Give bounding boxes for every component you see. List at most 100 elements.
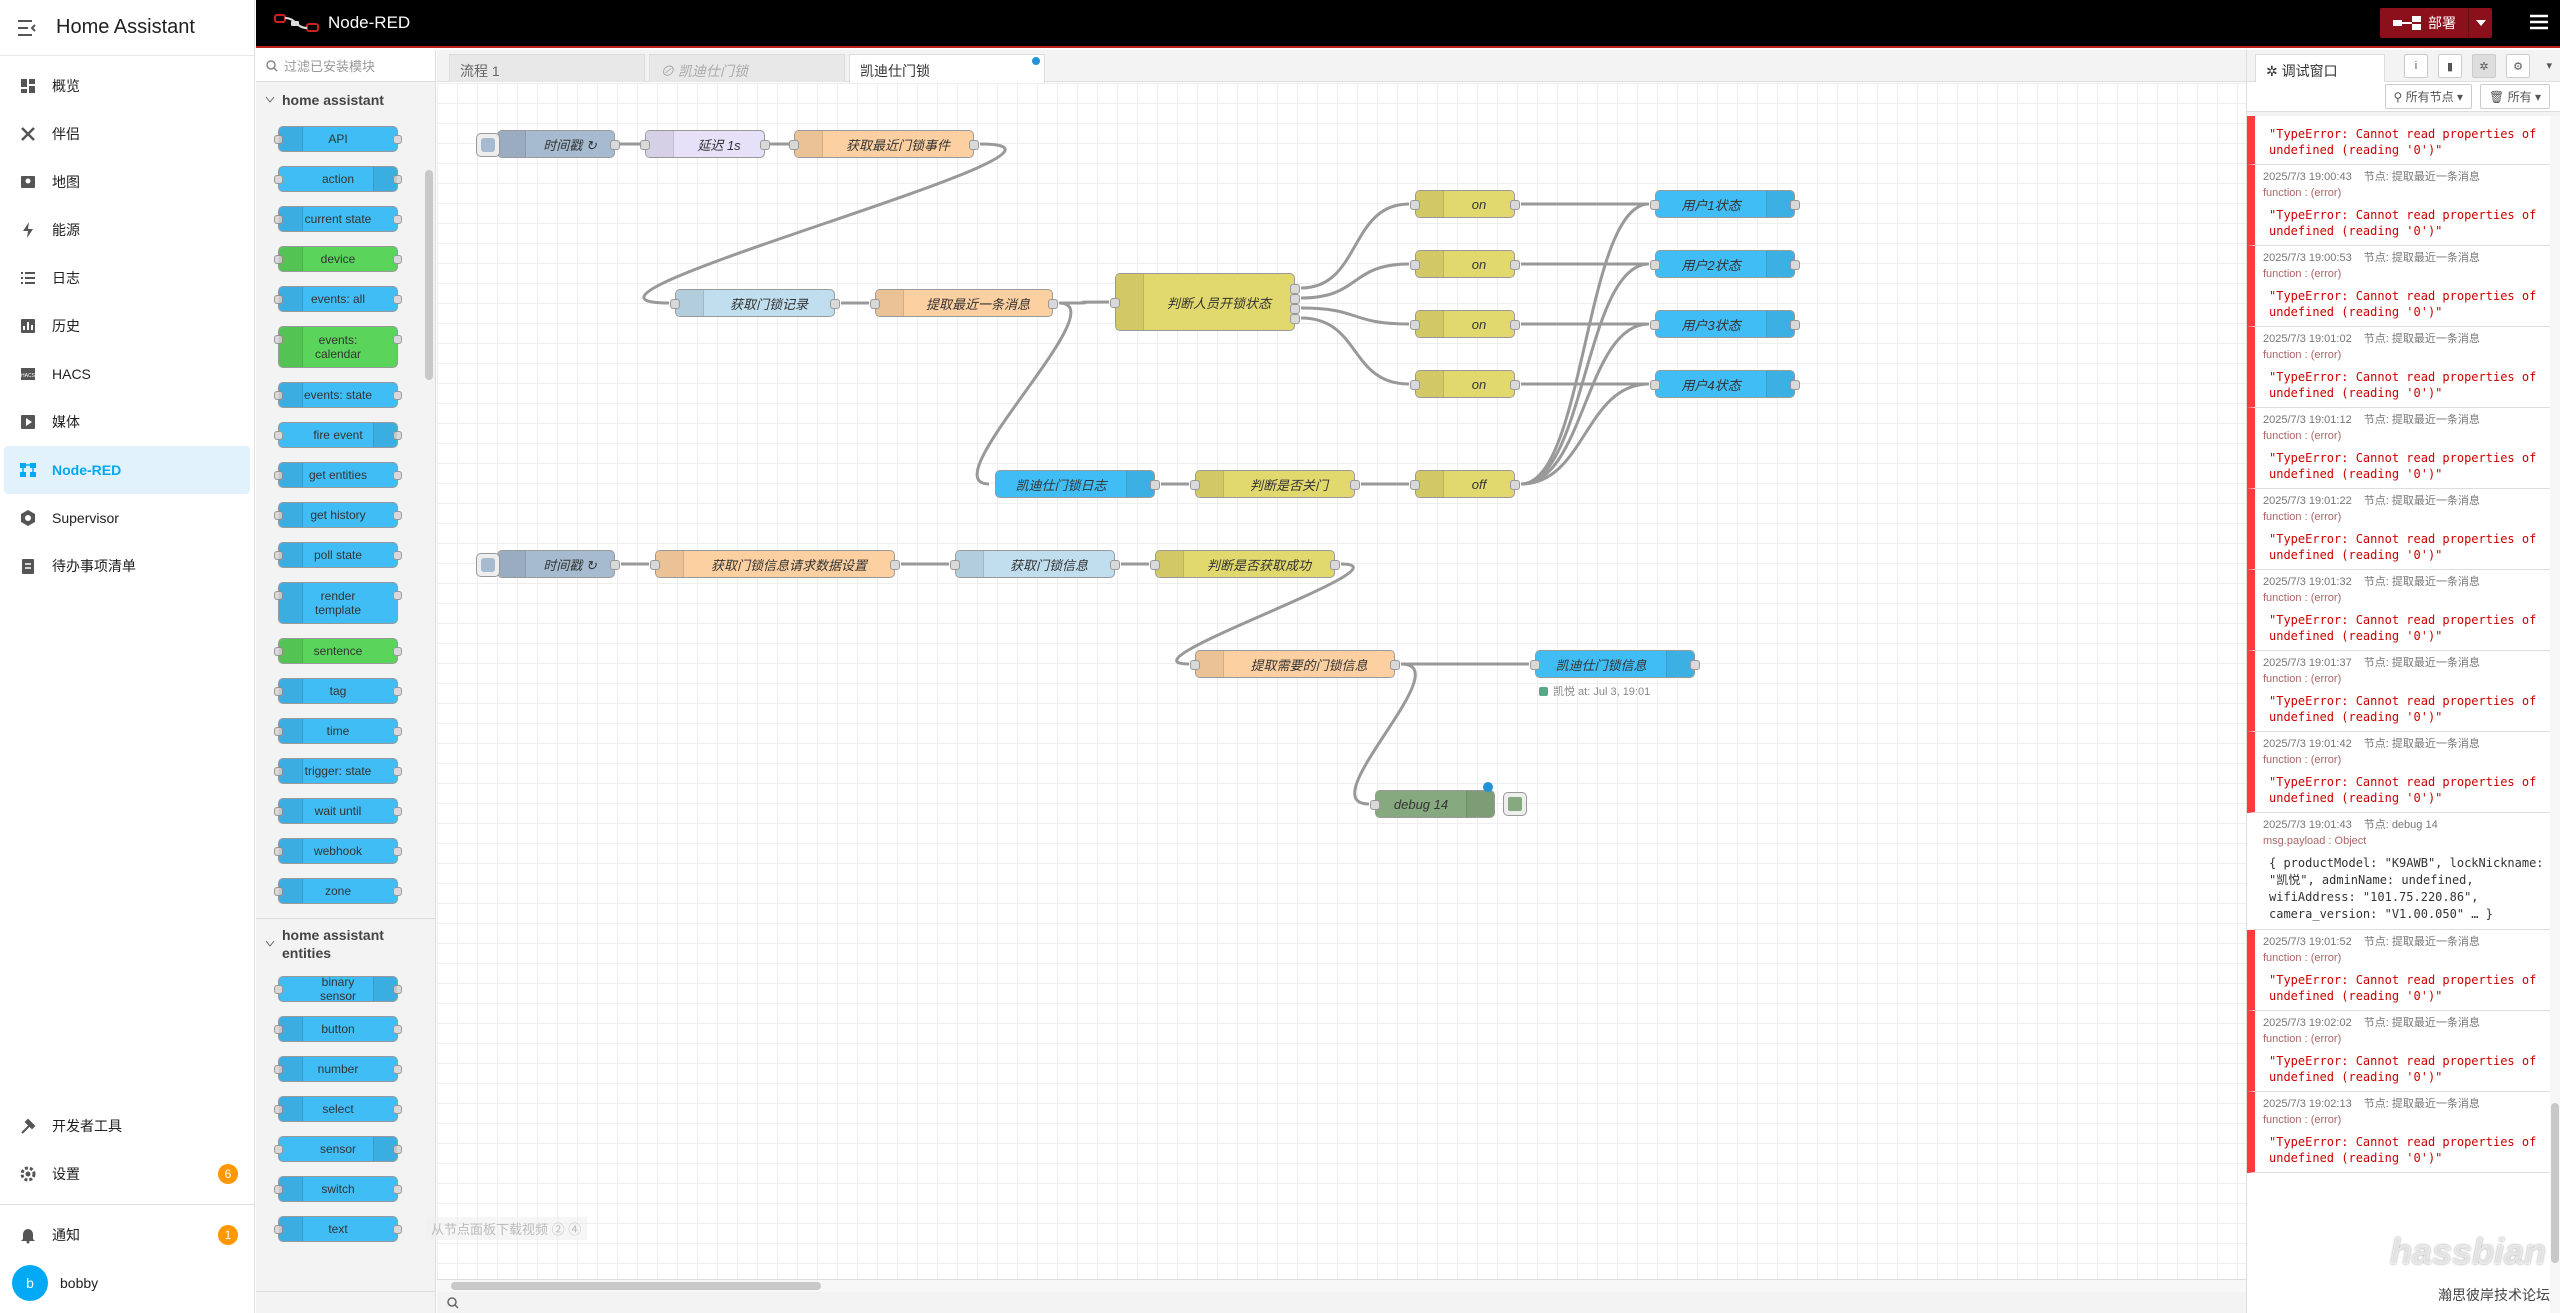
palette-category-ha-entities[interactable]: home assistant entities [256,918,435,968]
flow-node-api1[interactable]: 获取门锁记录 [670,289,840,317]
sidebar-item-dashboard[interactable]: 概览 [4,62,250,110]
flow-node-off[interactable]: off [1410,470,1520,498]
flow-node-f3[interactable]: 获取门锁信息请求数据设置 [650,550,900,578]
palette-node[interactable]: render template [274,582,402,624]
flow-wire[interactable] [642,142,1007,305]
flow-node-dbg[interactable]: debug 14 [1370,790,1495,818]
tab-flow-1[interactable]: 流程 1 [449,54,645,82]
deploy-button[interactable]: 部署 [2380,8,2492,38]
debug-toggle-button[interactable] [1503,792,1527,816]
palette-node[interactable]: poll state [274,542,402,568]
palette-node[interactable]: sensor [274,1136,402,1162]
flow-wire[interactable] [1058,300,1110,305]
flow-wire[interactable] [1300,306,1410,326]
flow-node-inject2[interactable]: 时间戳 ↻ [476,550,620,578]
main-menu-icon[interactable] [2530,14,2548,30]
sidebar-dropdown-icon[interactable]: ▾ [2546,60,2552,72]
palette-node[interactable]: zone [274,878,402,904]
palette-node[interactable]: current state [274,206,402,232]
palette-node[interactable]: trigger: state [274,758,402,784]
palette-node[interactable]: action [274,166,402,192]
flow-wire[interactable] [1300,316,1410,386]
palette-node[interactable]: get history [274,502,402,528]
palette-node[interactable]: events: state [274,382,402,408]
palette-node[interactable]: events: all [274,286,402,312]
sidebar-item-media[interactable]: 媒体 [4,398,250,446]
flow-wire[interactable] [1520,382,1650,486]
flow-node-sw2[interactable]: 判断是否关门 [1190,470,1360,498]
flow-node-log[interactable]: 凯迪仕门锁日志 [995,470,1160,498]
tab-debug[interactable]: ✲ 调试窗口 [2255,53,2385,82]
flow-node-sw3[interactable]: 判断是否获取成功 [1150,550,1340,578]
sidebar-item-tools[interactable]: 伴侣 [4,110,250,158]
flow-node-u3[interactable]: 用户3状态 [1650,310,1800,338]
canvas-h-scrollbar[interactable]: ▭−○+ [437,1279,2379,1313]
flow-wire[interactable] [1175,562,1355,666]
flow-wire[interactable] [1300,262,1410,300]
flow-canvas[interactable]: 时间戳 ↻ 延迟 1s 获取最近门锁事件获取门锁记录 提取最近一条消息 判断人员开锁状态… [425,83,2369,1279]
palette-node[interactable]: select [274,1096,402,1122]
flow-node-sw1[interactable]: 判断人员开锁状态 [1110,273,1300,331]
search-flows-icon[interactable] [447,1297,459,1309]
flow-node-info[interactable]: 凯迪仕门锁信息 [1530,650,1700,678]
flow-node-on3[interactable]: on [1410,310,1520,338]
flow-node-delay[interactable]: 延迟 1s [640,130,770,158]
palette-node[interactable]: number [274,1056,402,1082]
flow-node-on1[interactable]: on [1410,190,1520,218]
sidebar-item-history[interactable]: 历史 [4,302,250,350]
flow-node-api2[interactable]: 获取门锁信息 [950,550,1120,578]
sidebar-item-map[interactable]: 地图 [4,158,250,206]
palette-node[interactable]: switch [274,1176,402,1202]
deploy-dropdown[interactable] [2468,8,2492,38]
debug-scrollbar[interactable] [2550,116,2560,1313]
palette-node[interactable]: device [274,246,402,272]
menu-icon[interactable] [0,19,56,36]
deploy-main[interactable]: 部署 [2380,8,2468,38]
help-icon[interactable]: ▮ [2438,54,2462,78]
flow-node-on2[interactable]: on [1410,250,1520,278]
debug-message[interactable]: "TypeError: Cannot read properties of un… [2247,116,2560,165]
palette-node[interactable]: events: calendar [274,326,402,368]
flow-node-u4[interactable]: 用户4状态 [1650,370,1800,398]
palette-node[interactable]: fire event [274,422,402,448]
tab-disabled-lock[interactable]: ⊘ 凯迪仕门锁 [649,54,845,82]
filter-nodes-button[interactable]: ⚲ 所有节点 ▾ [2384,84,2473,109]
inject-button[interactable] [476,133,500,157]
info-icon[interactable]: i [2404,54,2428,78]
sidebar-item-node-red[interactable]: Node-RED [4,446,250,494]
palette-node[interactable]: time [274,718,402,744]
palette-node[interactable]: wait until [274,798,402,824]
palette-node[interactable]: get entities [274,462,402,488]
palette-category-ha[interactable]: home assistant [256,82,435,118]
inject-button[interactable] [476,553,500,577]
flow-wire[interactable] [975,301,1073,486]
flow-node-on4[interactable]: on [1410,370,1520,398]
flow-node-f1[interactable]: 获取最近门锁事件 [789,130,979,158]
palette-node[interactable]: tag [274,678,402,704]
flow-wire[interactable] [1353,662,1417,806]
sidebar-item-supervisor[interactable]: Supervisor [4,494,250,542]
dev-tools-item[interactable]: 开发者工具 [4,1102,250,1150]
flow-node-f4[interactable]: 提取需要的门锁信息 [1190,650,1400,678]
debug-object[interactable]: { productModel: "K9AWB", lockNickname: "… [2269,856,2544,921]
tab-lock[interactable]: 凯迪仕门锁 [849,54,1045,83]
flow-node-inject1[interactable]: 时间戳 ↻ [476,130,620,158]
sidebar-item-todo[interactable]: 待办事项清单 [4,542,250,590]
flow-node-u2[interactable]: 用户2状态 [1650,250,1800,278]
palette-node[interactable]: webhook [274,838,402,864]
flow-wire[interactable] [1300,202,1410,290]
palette-node[interactable]: text [274,1216,402,1242]
palette-node[interactable]: button [274,1016,402,1042]
flow-node-f2[interactable]: 提取最近一条消息 [870,289,1058,317]
